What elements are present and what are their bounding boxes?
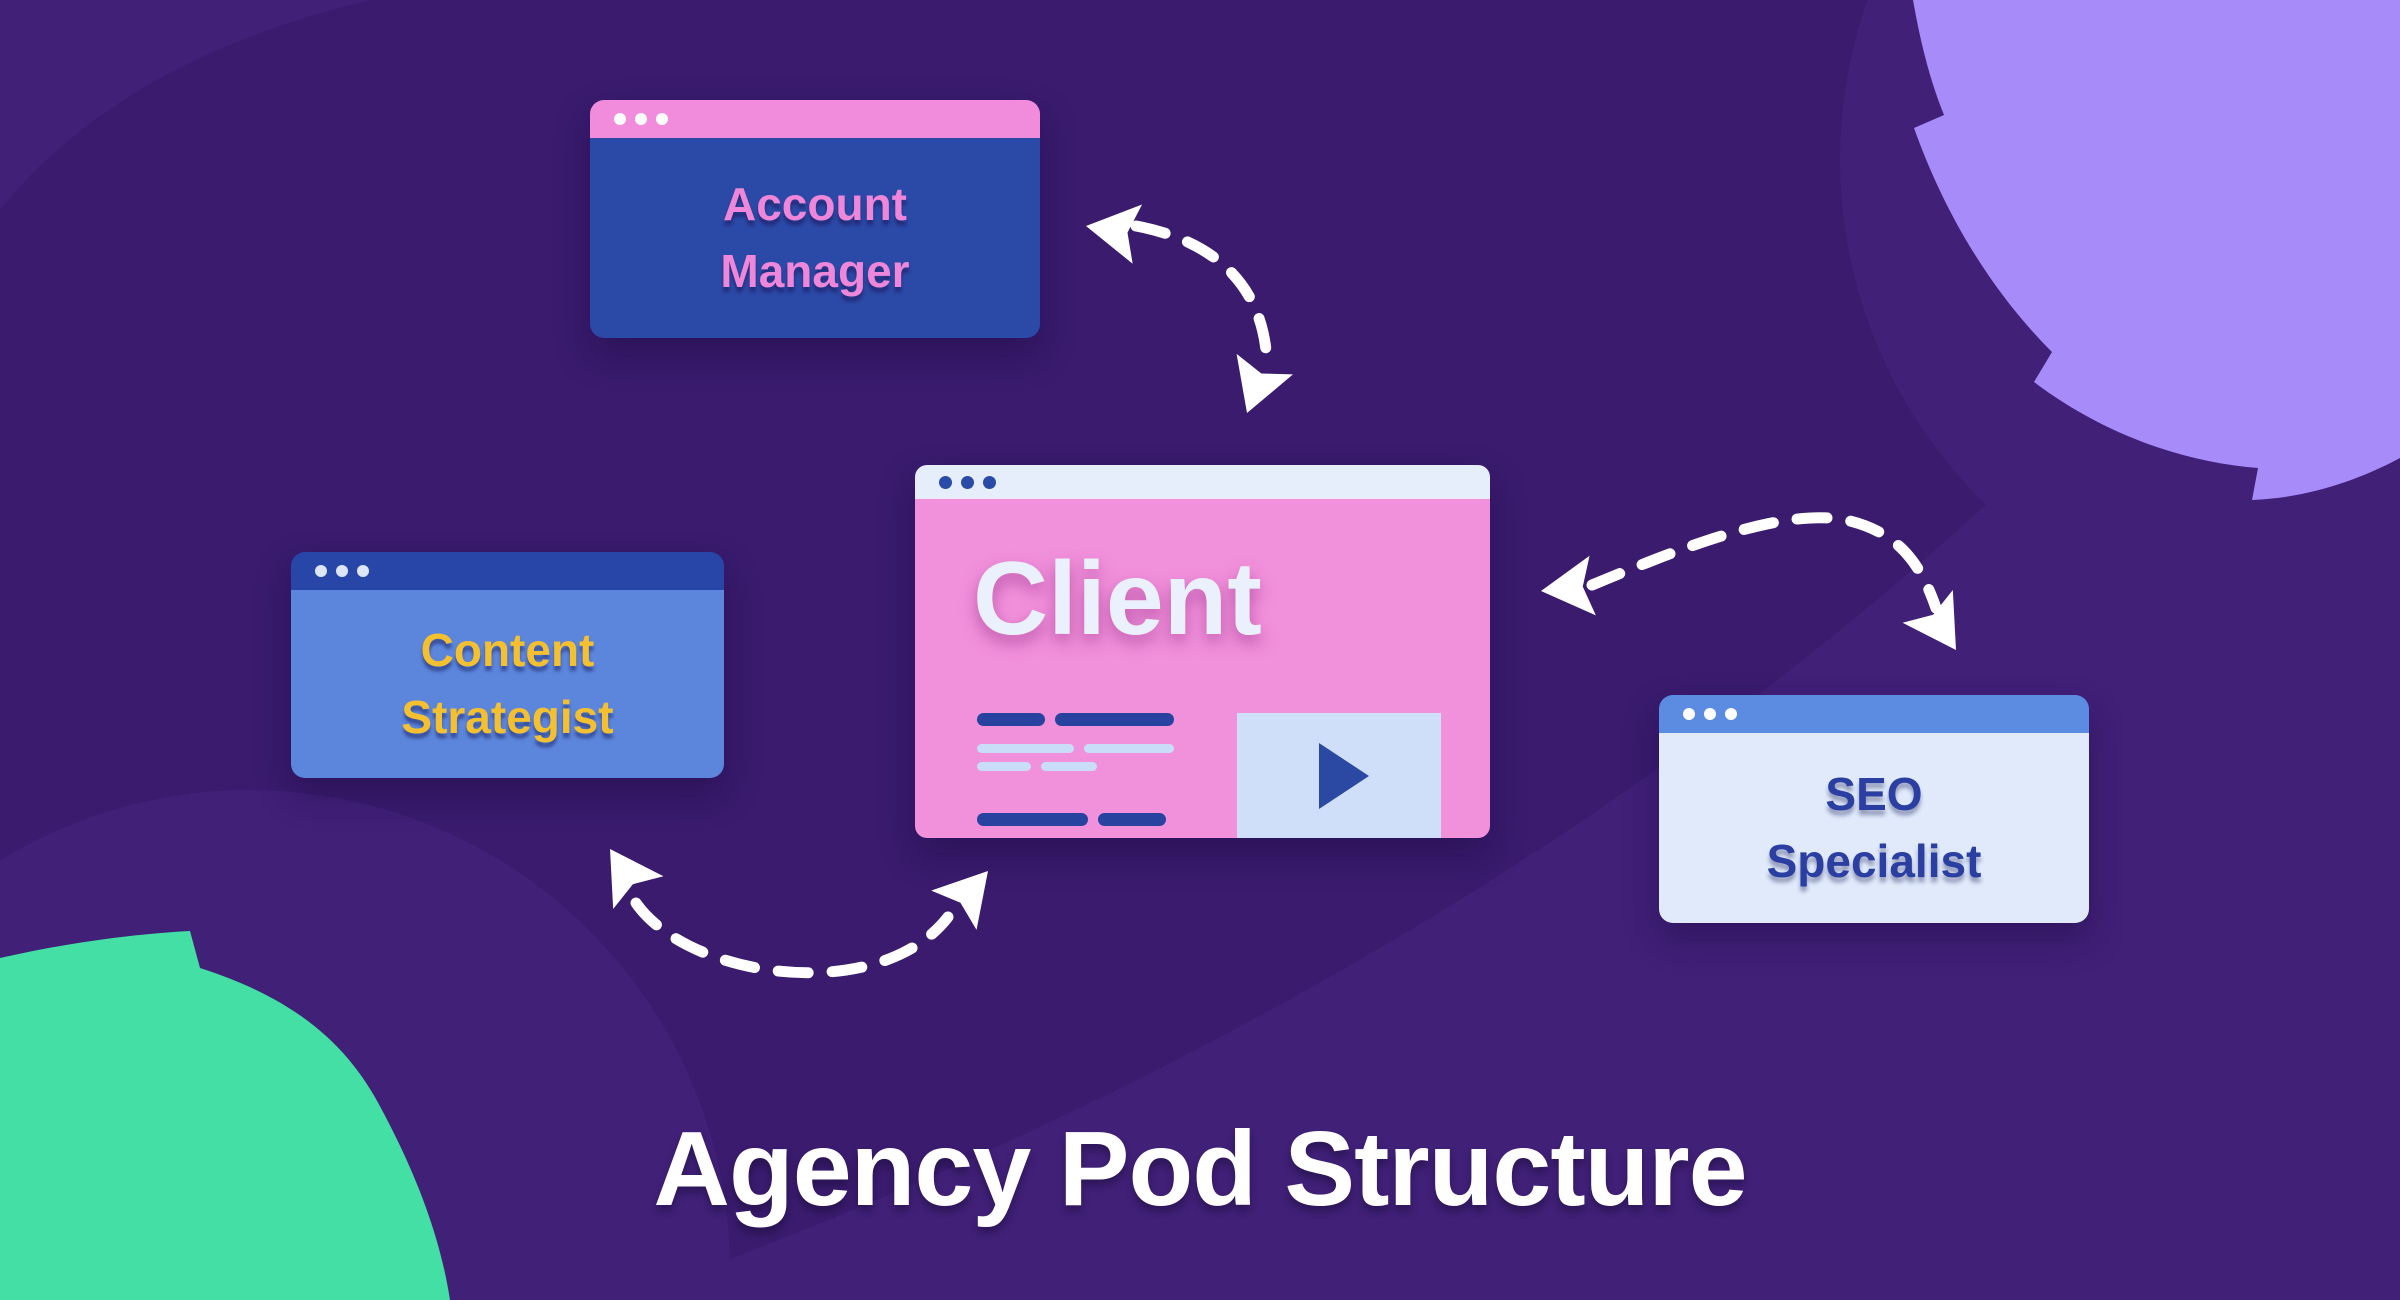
placeholder-line	[977, 713, 1045, 726]
window-content: Account Manager	[590, 138, 1040, 338]
node-label: SEO Specialist	[1766, 768, 1982, 887]
video-player-placeholder	[1237, 713, 1441, 838]
window-titlebar	[291, 552, 724, 590]
placeholder-line	[1084, 744, 1174, 753]
node-label: Client	[973, 541, 1262, 657]
window-dot-icon	[656, 113, 668, 125]
background-swirl-right	[620, 40, 2400, 1300]
placeholder-line	[1098, 813, 1166, 826]
window-titlebar	[1659, 695, 2089, 733]
window-dot-icon	[336, 565, 348, 577]
node-content-strategist: Content Strategist	[291, 552, 724, 778]
window-content: Content Strategist	[291, 590, 724, 778]
window-dot-icon	[1683, 708, 1695, 720]
green-blob	[0, 931, 450, 1300]
window-dot-icon	[939, 475, 952, 489]
placeholder-line	[977, 813, 1088, 826]
diagram-title: Agency Pod Structure	[653, 1110, 1747, 1228]
node-client: Client	[915, 465, 1490, 838]
window-dot-icon	[315, 565, 327, 577]
window-dot-icon	[635, 113, 647, 125]
window-titlebar	[590, 100, 1040, 138]
text-placeholder-block	[977, 713, 1174, 838]
node-label: Account Manager	[720, 178, 910, 297]
window-dot-icon	[1704, 708, 1716, 720]
window-dot-icon	[357, 565, 369, 577]
window-dot-icon	[614, 113, 626, 125]
window-content: Client	[915, 499, 1490, 838]
window-dot-icon	[983, 475, 996, 489]
node-account-manager: Account Manager	[590, 100, 1040, 338]
placeholder-line	[1055, 713, 1174, 726]
background-swirl-top-left	[0, 0, 370, 210]
purple-blob	[1913, 0, 2400, 500]
window-content: SEO Specialist	[1659, 733, 2089, 923]
play-icon	[1319, 743, 1369, 809]
placeholder-line	[977, 762, 1031, 771]
placeholder-line	[977, 744, 1074, 753]
window-dot-icon	[1725, 708, 1737, 720]
window-dot-icon	[961, 475, 974, 489]
placeholder-line	[1041, 762, 1097, 771]
node-label: Content Strategist	[401, 624, 614, 743]
node-seo-specialist: SEO Specialist	[1659, 695, 2089, 923]
window-titlebar	[915, 465, 1490, 499]
